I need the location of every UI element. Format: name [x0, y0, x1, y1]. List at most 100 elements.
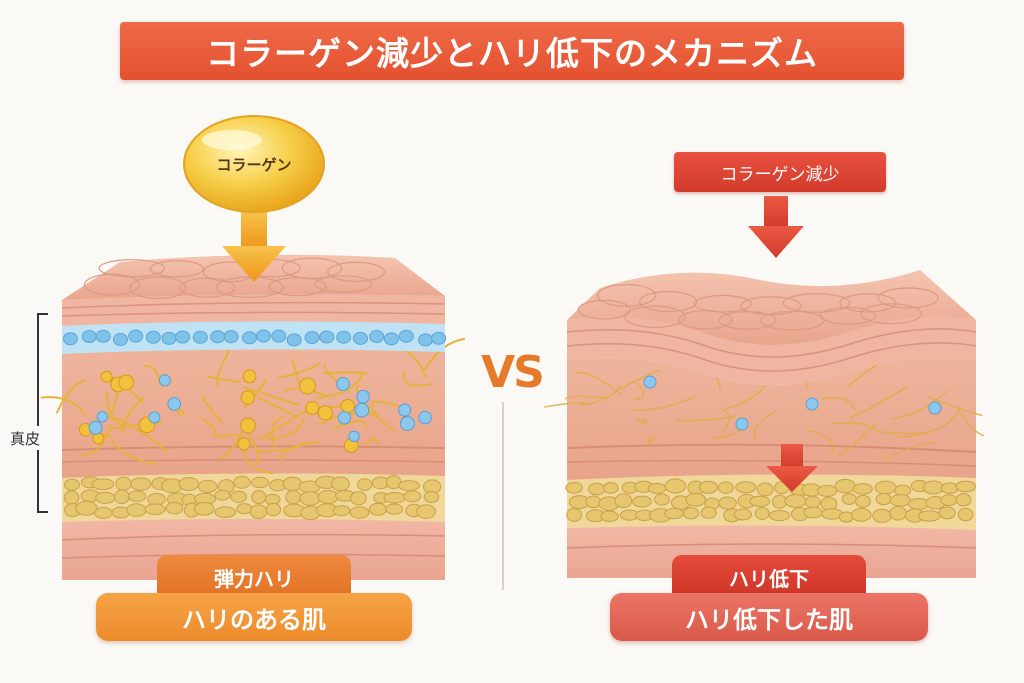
fat-globule — [130, 477, 152, 491]
fat-globule — [875, 492, 892, 506]
skin-cell — [98, 259, 166, 278]
fat-globule — [416, 504, 436, 520]
fat-globule — [357, 478, 373, 491]
collagen-bubble-label: コラーゲン — [184, 146, 324, 182]
fluid-cell — [271, 329, 287, 343]
skin-cell — [639, 290, 698, 313]
fat-globule — [565, 481, 583, 494]
fluid-droplet — [643, 375, 657, 389]
fat-globule — [214, 489, 231, 501]
fat-globule — [75, 500, 98, 516]
skin-cell — [693, 294, 752, 313]
fat-globule — [332, 505, 351, 517]
fat-globule — [834, 478, 856, 494]
fat-globule — [349, 506, 370, 519]
fat-globule — [385, 503, 404, 515]
fat-globule — [749, 495, 771, 507]
fluid-droplet — [167, 397, 181, 411]
fat-globule — [700, 506, 717, 519]
fluid-cell — [145, 330, 161, 344]
collagen-fiber — [122, 396, 145, 434]
collagen-fiber — [243, 386, 300, 406]
right-skin-block — [544, 270, 985, 578]
skin-cell — [877, 287, 939, 309]
skin-cell — [740, 296, 802, 316]
fat-globule — [115, 476, 132, 491]
page-title: コラーゲン減少とハリ低下のメカニズム — [206, 34, 818, 73]
fat-globule — [683, 507, 700, 520]
right-epidermis-top — [567, 270, 976, 345]
collagen-fiber — [720, 408, 730, 436]
collagen-fiber — [821, 396, 856, 412]
fluid-cell — [431, 331, 447, 345]
collagen-fiber — [928, 396, 983, 417]
collagen-fiber — [806, 430, 834, 455]
skin-cell — [268, 277, 327, 297]
collagen-fiber — [257, 396, 296, 417]
skin-cell — [782, 293, 851, 313]
fluid-droplet — [88, 420, 103, 435]
right-caption: ハリ低下した肌 — [610, 593, 928, 641]
fat-globule — [265, 502, 282, 517]
fluid-cell — [210, 330, 226, 344]
collagen-fiber — [890, 390, 948, 420]
fat-globule — [299, 491, 321, 506]
fluid-cell — [418, 333, 434, 347]
fat-globule — [852, 483, 873, 495]
fat-globule — [768, 509, 790, 522]
fat-globule — [917, 510, 941, 522]
fat-globule — [698, 480, 718, 494]
fat-globule — [383, 492, 406, 504]
collagen-node — [100, 370, 113, 383]
fluid-droplet — [336, 377, 351, 392]
collagen-fiber — [40, 396, 86, 416]
fat-globule — [178, 476, 199, 491]
fluid-cell — [161, 331, 177, 345]
collagen-fiber — [277, 362, 321, 379]
collagen-fiber — [753, 410, 777, 442]
collagen-fiber — [646, 435, 656, 445]
collagen-fiber — [725, 384, 767, 410]
fat-globule — [754, 507, 770, 520]
fluid-cell — [62, 332, 78, 346]
fat-globule — [197, 479, 218, 493]
fat-globule — [233, 475, 251, 489]
skin-cell — [718, 311, 777, 330]
left-dermis — [62, 348, 445, 478]
fluid-droplet — [148, 411, 161, 424]
collagen-fiber — [201, 417, 217, 438]
collagen-fiber — [833, 422, 879, 433]
collagen-node — [317, 405, 333, 421]
collagen-node — [240, 417, 256, 434]
fat-globule — [214, 506, 237, 518]
collagen-node — [240, 390, 256, 405]
collagen-fiber — [403, 371, 431, 387]
left-caption: ハリのある肌 — [96, 593, 412, 641]
fat-globule — [95, 491, 116, 504]
fluid-cell — [353, 331, 369, 345]
fat-globule — [331, 476, 350, 492]
fluid-cell — [95, 329, 111, 343]
collagen-fiber — [371, 400, 404, 409]
fat-globule — [850, 507, 872, 522]
fat-globule — [285, 489, 302, 505]
collagen-fiber — [291, 359, 301, 385]
fat-globule — [784, 494, 807, 508]
fluid-droplet — [337, 411, 352, 425]
fat-globule — [889, 494, 912, 507]
fluid-droplet — [418, 410, 432, 425]
fluid-cell — [319, 330, 335, 344]
title-banner: コラーゲン減少とハリ低下のメカニズム — [120, 22, 904, 80]
fat-globule — [940, 482, 959, 495]
fluid-droplet — [96, 410, 109, 423]
fat-globule — [147, 492, 166, 506]
fat-globule — [717, 481, 734, 494]
fat-globule — [874, 480, 897, 495]
skin-cell — [678, 310, 733, 330]
fat-globule — [664, 507, 685, 520]
left-arrow-down-icon — [222, 212, 286, 282]
fat-globule — [820, 496, 838, 511]
fluid-cell — [286, 333, 302, 347]
collagen-fiber — [106, 391, 127, 428]
collagen-fiber — [676, 414, 737, 422]
